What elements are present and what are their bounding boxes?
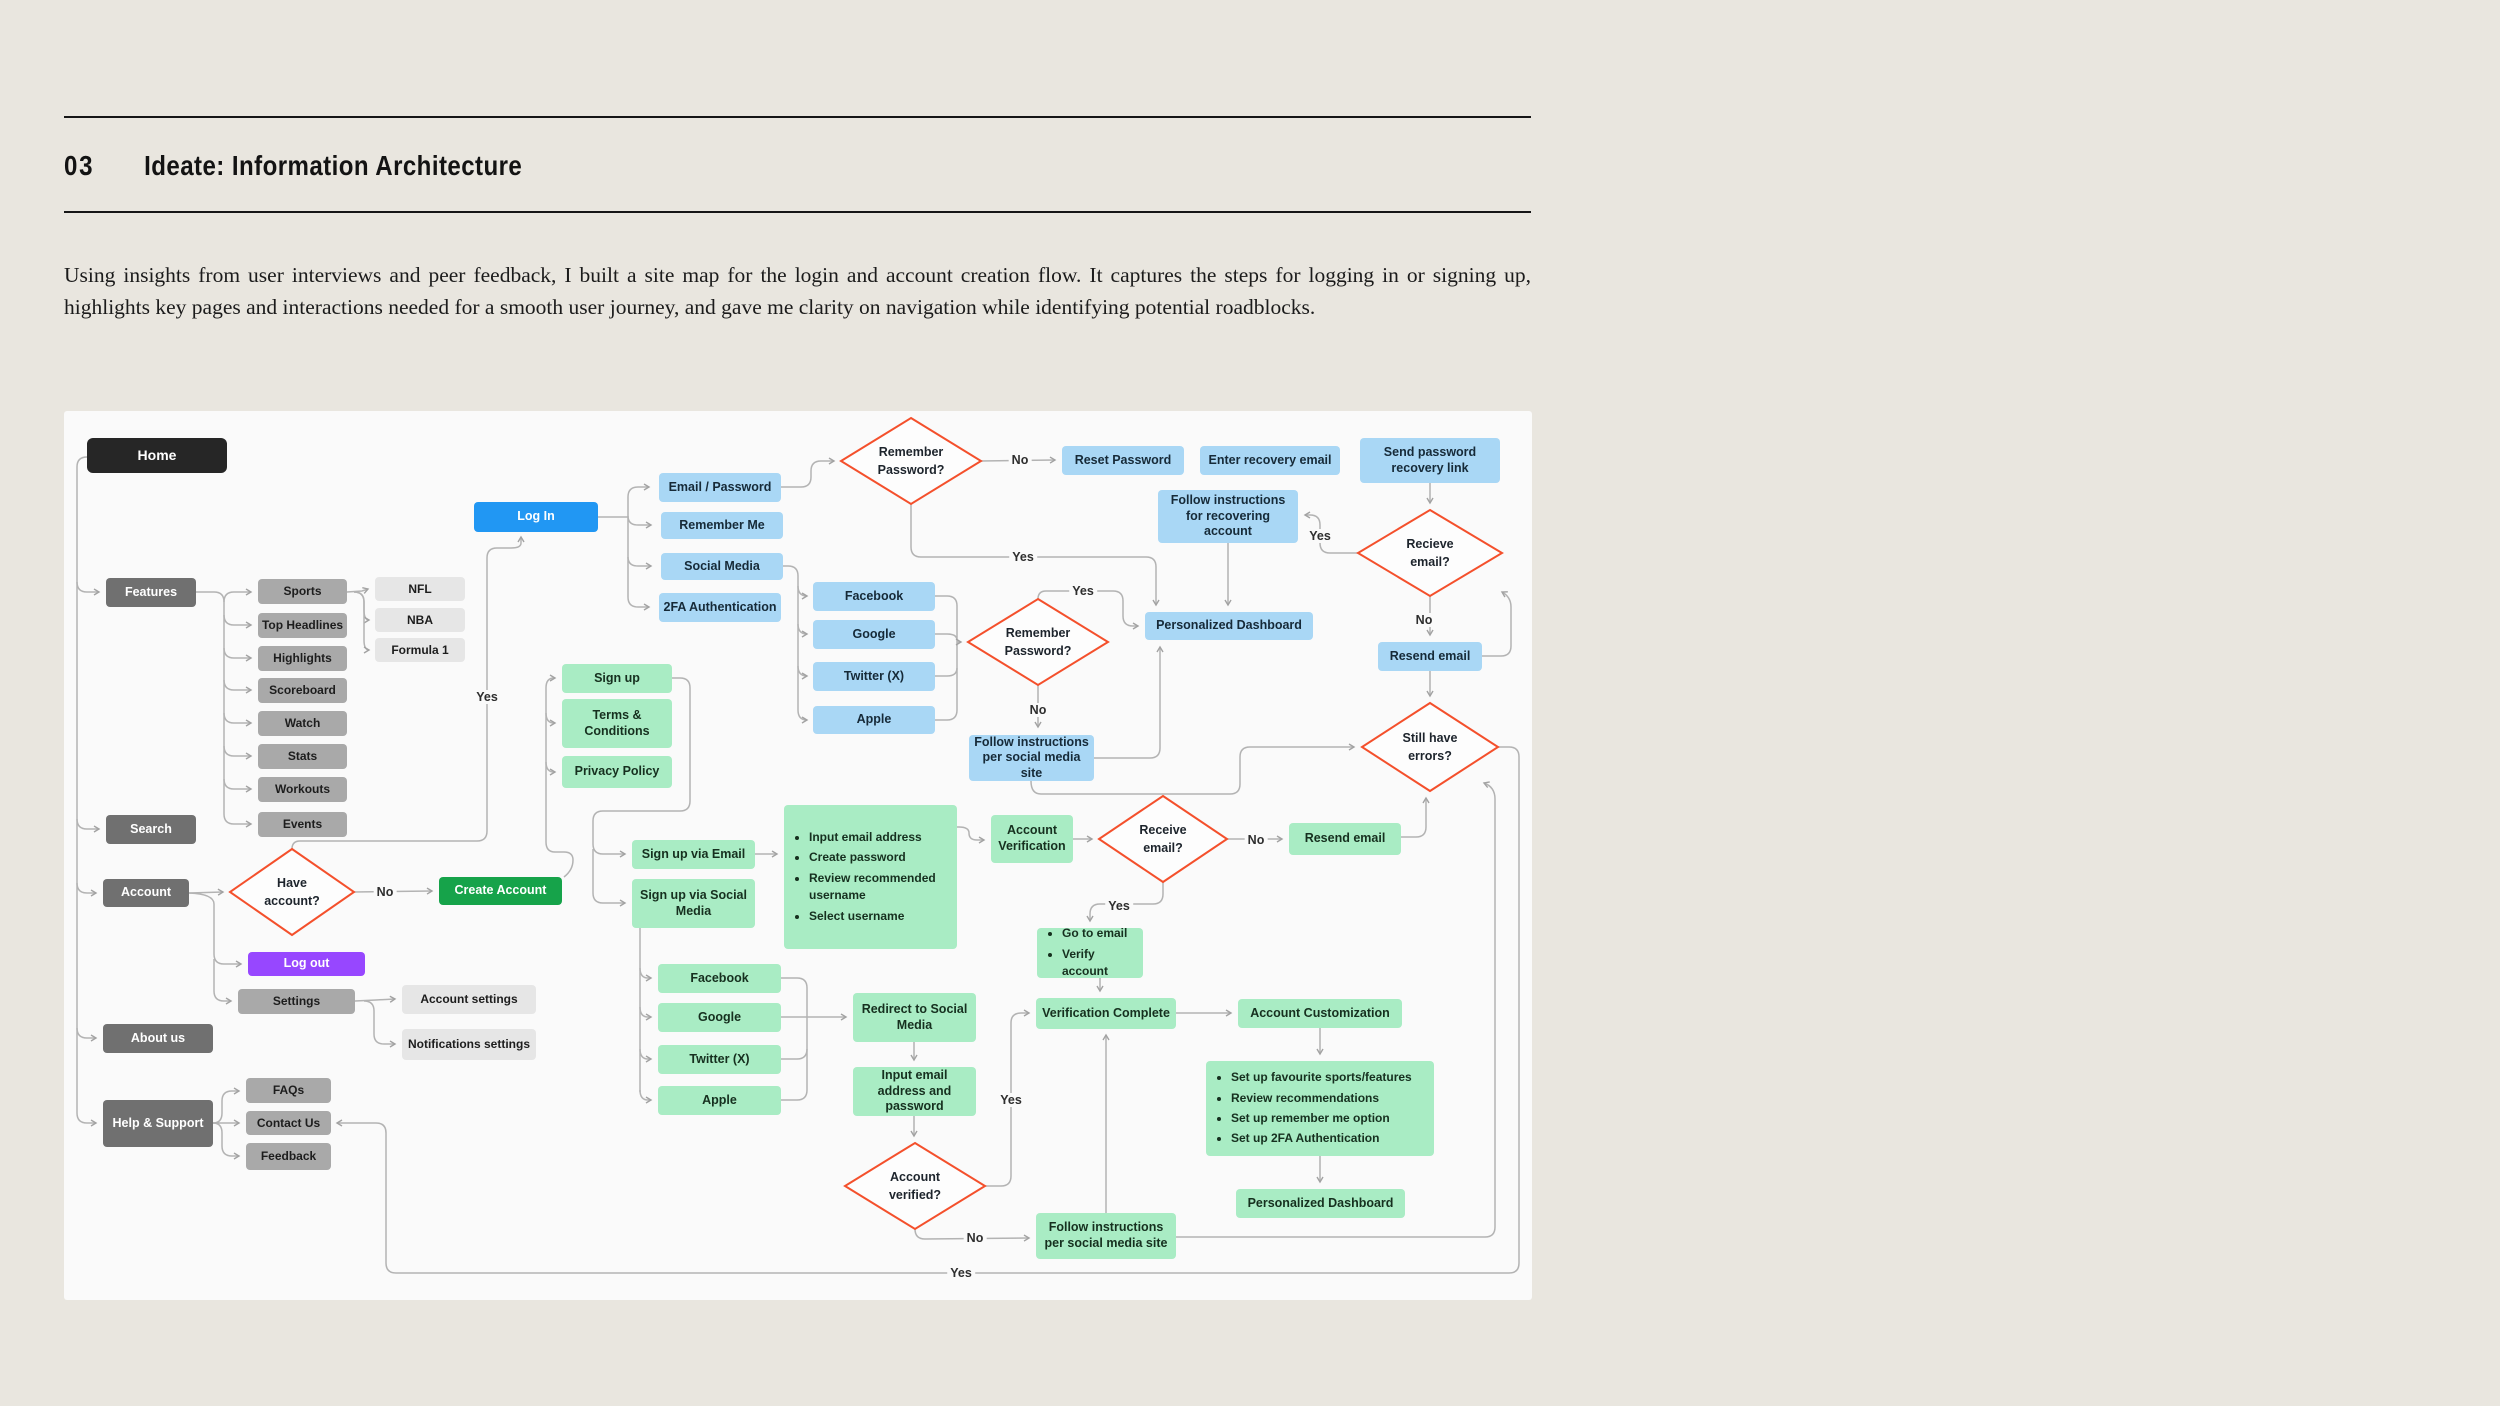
flowchart-connectors: [76, 416, 1520, 1274]
edge-label-12: Yes: [947, 1266, 975, 1280]
edge-label-4: Yes: [1069, 584, 1097, 598]
node-features: Features: [106, 578, 196, 607]
bullet-item: Go to email: [1062, 925, 1134, 942]
bullet-item: Set up 2FA Authentication: [1231, 1130, 1412, 1147]
edge-label-2: No: [1008, 453, 1032, 467]
node-scoreboard: Scoreboard: [258, 678, 347, 703]
node-search: Search: [106, 815, 196, 844]
node-follow_social_green: Follow instructions per social media sit…: [1036, 1213, 1176, 1259]
node-resendemail2: Resend email: [1289, 823, 1401, 855]
edge-label-3: Yes: [1009, 550, 1037, 564]
node-sendrecovery: Send password recovery link: [1360, 438, 1500, 483]
edge-label-1: No: [373, 885, 397, 899]
edge-label-5: No: [1026, 703, 1050, 717]
node-home: Home: [87, 438, 227, 473]
node-emailpassword: Email / Password: [659, 473, 781, 502]
node-watch: Watch: [258, 711, 347, 736]
node-highlights: Highlights: [258, 646, 347, 671]
node-formula1: Formula 1: [375, 638, 465, 662]
intro-paragraph: Using insights from user interviews and …: [64, 263, 1531, 319]
node-fb_green: Facebook: [658, 964, 781, 993]
node-redirect: Redirect to Social Media: [853, 993, 976, 1042]
node-nfl: NFL: [375, 577, 465, 601]
node-login: Log In: [474, 502, 598, 532]
node-tw_green: Twitter (X): [658, 1045, 781, 1074]
node-gg_blue: Google: [813, 620, 935, 649]
node-resendemail1: Resend email: [1378, 642, 1482, 671]
node-topheadlines: Top Headlines: [258, 613, 347, 638]
bullet-item: Create password: [809, 849, 948, 866]
node-tw_blue: Twitter (X): [813, 662, 935, 691]
node-acctverif: Account Verification: [991, 815, 1073, 863]
bullet-item: Review recommended username: [809, 870, 948, 905]
bullet-item: Select username: [809, 908, 948, 925]
node-createaccount: Create Account: [439, 877, 562, 905]
edge-label-10: Yes: [997, 1093, 1025, 1107]
node-privacy: Privacy Policy: [562, 756, 672, 788]
node-contactus: Contact Us: [246, 1111, 331, 1135]
section-number: 03: [64, 150, 95, 181]
bullet-item: Input email address: [809, 829, 948, 846]
node-resetpassword: Reset Password: [1062, 446, 1184, 475]
edge-label-6: Yes: [1306, 529, 1334, 543]
node-nba: NBA: [375, 608, 465, 632]
diamond-label-receive-email-1: Recieve email?: [1406, 536, 1454, 569]
node-terms: Terms & Conditions: [562, 699, 672, 748]
node-help: Help & Support: [103, 1100, 213, 1147]
top-divider: [64, 116, 1531, 118]
bullet-item: Review recommendations: [1231, 1090, 1412, 1107]
edge-label-9: Yes: [1105, 899, 1133, 913]
node-events: Events: [258, 812, 347, 837]
node-pdash_blue: Personalized Dashboard: [1145, 612, 1313, 640]
node-notifsettings: Notifications settings: [402, 1029, 536, 1060]
node-workouts: Workouts: [258, 777, 347, 802]
node-ap_green: Apple: [658, 1086, 781, 1115]
node-acctsettings: Account settings: [402, 985, 536, 1014]
node-verifcomplete: Verification Complete: [1036, 998, 1176, 1029]
edge-label-0: Yes: [473, 690, 501, 704]
node-gg_green: Google: [658, 1003, 781, 1032]
edge-label-8: No: [1244, 833, 1268, 847]
section-title: Ideate: Information Architecture: [144, 150, 523, 181]
node-verify-steps: Go to emailVerify account: [1037, 925, 1143, 981]
node-settings: Settings: [238, 989, 355, 1014]
diamond-label-receive-email-2: Receive email?: [1139, 822, 1187, 855]
diamond-label-have-account: Have account?: [264, 875, 320, 908]
node-account: Account: [103, 879, 189, 907]
node-ap_blue: Apple: [813, 706, 935, 734]
edge-label-7: No: [1412, 613, 1436, 627]
node-signupsocial: Sign up via Social Media: [632, 879, 755, 928]
node-socialmedia: Social Media: [661, 553, 783, 580]
node-signupemail: Sign up via Email: [632, 840, 755, 869]
section-heading: 03 Ideate: Information Architecture: [64, 150, 522, 182]
diamond-label-account-verified: Account verified?: [888, 1169, 942, 1202]
bullet-item: Verify account: [1062, 946, 1134, 981]
node-signup-email-steps: Input email addressCreate passwordReview…: [784, 805, 957, 949]
node-twofa: 2FA Authentication: [659, 593, 781, 622]
bullet-item: Set up remember me option: [1231, 1110, 1412, 1127]
node-follow_social_blue: Follow instructions per social media sit…: [969, 735, 1094, 781]
diamond-label-still-have-errors: Still have errors?: [1402, 730, 1458, 763]
bullet-item: Set up favourite sports/features: [1231, 1069, 1412, 1086]
node-inputemail: Input email address and password: [853, 1067, 976, 1116]
node-customization-steps: Set up favourite sports/featuresReview r…: [1206, 1061, 1434, 1156]
diamond-label-remember-password-1: Remember Password?: [877, 444, 945, 477]
node-followrecover: Follow instructions for recovering accou…: [1158, 490, 1298, 543]
node-signup: Sign up: [562, 664, 672, 693]
node-fb_blue: Facebook: [813, 582, 935, 611]
node-logout: Log out: [248, 952, 365, 976]
edge-label-11: No: [963, 1231, 987, 1245]
diamond-label-remember-password-2: Remember Password?: [1004, 625, 1072, 658]
node-aboutus: About us: [103, 1024, 213, 1053]
heading-divider: [64, 211, 1531, 213]
node-pdash_green: Personalized Dashboard: [1236, 1189, 1405, 1218]
node-faqs: FAQs: [246, 1078, 331, 1103]
node-enterrecovery: Enter recovery email: [1200, 446, 1340, 475]
node-feedback: Feedback: [246, 1143, 331, 1170]
node-rememberme: Remember Me: [661, 512, 783, 539]
node-stats: Stats: [258, 744, 347, 769]
node-acctcustom: Account Customization: [1238, 999, 1402, 1028]
node-sports: Sports: [258, 579, 347, 604]
